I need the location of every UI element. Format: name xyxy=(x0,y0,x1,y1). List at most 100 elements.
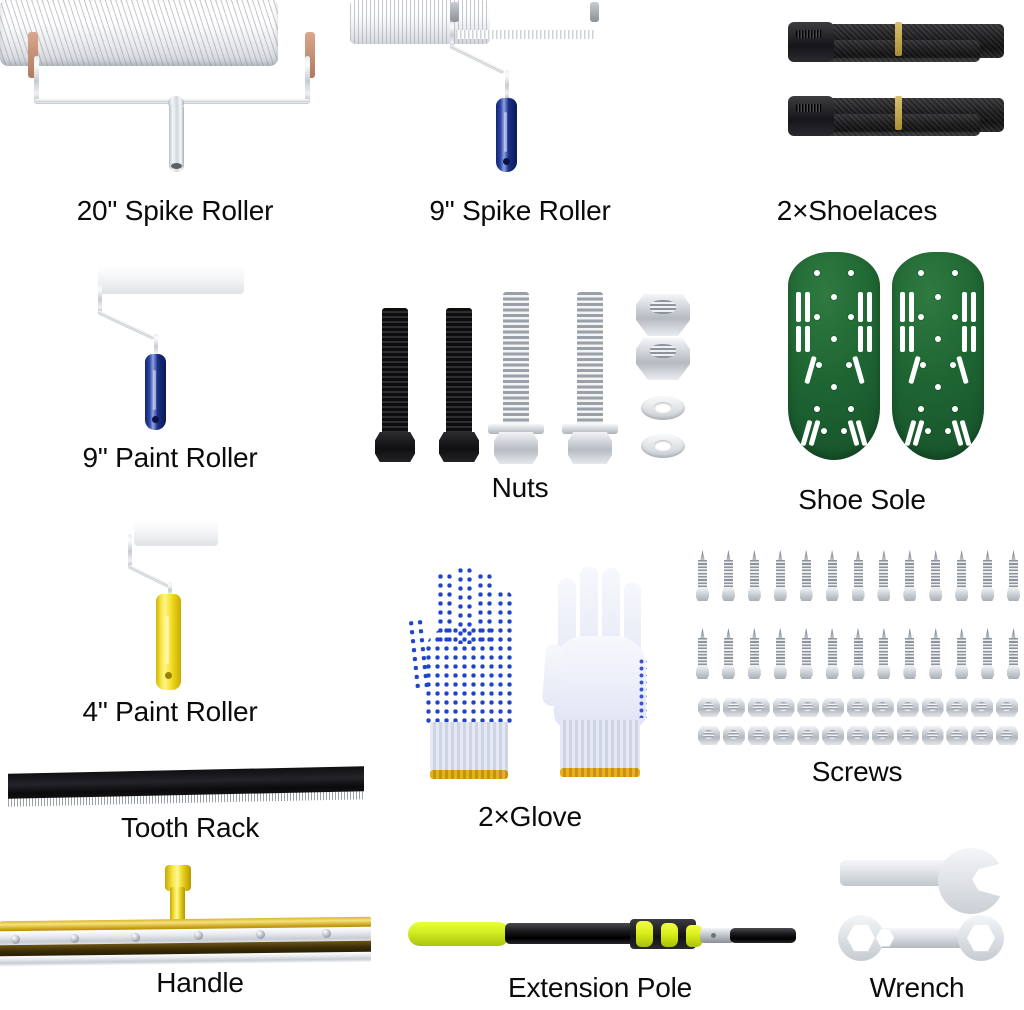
hex-nut-top-9 xyxy=(896,698,919,717)
hex-nut-top-6 xyxy=(822,698,845,717)
screw-top-10 xyxy=(929,550,943,602)
silver-bolt-head-1 xyxy=(494,432,538,464)
roller-drum xyxy=(0,0,278,66)
screw-bottom-10 xyxy=(929,628,943,680)
item-label: 2×Shoelaces xyxy=(776,195,938,226)
hex-nut-top-12 xyxy=(971,698,994,717)
hex-nut-top-2 xyxy=(722,698,745,717)
grip-end-cap xyxy=(171,163,182,169)
box-wrench-ring-right xyxy=(958,915,1004,961)
frame-left-arm xyxy=(34,56,39,104)
hex-nut-bottom-7 xyxy=(847,726,869,745)
screws-illustration xyxy=(690,540,1024,745)
strap-2-buckle xyxy=(788,96,834,136)
pole-shaft-lower xyxy=(505,923,638,944)
hex-nut-top-4 xyxy=(772,698,795,717)
item-tooth-rack: Tooth Rack xyxy=(0,755,380,855)
shoelaces-illustration xyxy=(690,0,1024,185)
hex-nut-bottom-8 xyxy=(871,726,894,745)
sole-plate-left xyxy=(788,252,880,460)
item-wrench: Wrench xyxy=(810,840,1024,1010)
handle-screw-6 xyxy=(322,929,331,938)
hex-nut-top-1 xyxy=(698,698,720,717)
hex-nut-top-5 xyxy=(797,698,820,717)
handle-screw-4 xyxy=(194,931,203,940)
item-shoelaces: 2×Shoelaces xyxy=(690,0,1024,236)
frame-right-arm xyxy=(305,56,310,104)
hex-nut-top-13 xyxy=(996,698,1018,717)
item-extension-pole: Extension Pole xyxy=(390,890,810,1010)
washer-1 xyxy=(641,396,685,420)
glove-cuff xyxy=(560,720,640,772)
nuts-illustration xyxy=(340,276,700,466)
screw-bottom-9 xyxy=(903,628,917,680)
handle-neck xyxy=(170,887,185,923)
strap-2-tail xyxy=(790,114,980,136)
pole-shaft-upper xyxy=(730,928,796,943)
glove-finger-middle xyxy=(456,566,473,644)
screw-bottom-8 xyxy=(877,628,891,680)
screw-bottom-5 xyxy=(799,628,813,680)
hex-nut-top-7 xyxy=(847,698,869,717)
item-handle: Handle xyxy=(0,855,400,1010)
hex-nut-top-3 xyxy=(747,698,770,717)
screw-top-9 xyxy=(903,550,917,602)
strap-1-tail xyxy=(790,40,980,62)
hex-nut-bottom-12 xyxy=(971,726,994,745)
washer-2 xyxy=(641,434,685,458)
glove-edge-dots xyxy=(638,658,647,718)
rod-segment-3 xyxy=(168,582,172,598)
strap-1-buckle xyxy=(788,22,834,62)
handle-screw-3 xyxy=(131,933,140,942)
wrench-illustration xyxy=(810,840,1024,972)
nut-row-bottom xyxy=(698,726,1018,746)
hex-nut-bottom-6 xyxy=(822,726,845,745)
item-label: Shoe Sole xyxy=(798,484,926,515)
glove-finger-pinky xyxy=(624,582,641,656)
flange-nut-1 xyxy=(636,294,690,336)
shoe-sole-illustration xyxy=(700,236,1024,478)
extension-pole-illustration xyxy=(390,890,810,970)
screw-bottom-2 xyxy=(721,628,735,680)
rod-segment-1 xyxy=(128,534,132,568)
silver-bolt-shank-1 xyxy=(503,292,529,428)
drum-end-cap-left xyxy=(28,32,38,78)
screw-row-bottom xyxy=(696,628,1020,682)
hex-nut-bottom-1 xyxy=(698,726,720,745)
glove-finger-index xyxy=(558,578,576,656)
screw-bottom-6 xyxy=(825,628,839,680)
hex-nut-bottom-2 xyxy=(722,726,745,745)
hex-nut-bottom-10 xyxy=(921,726,944,745)
glove-cuff xyxy=(430,722,508,774)
rod-segment-2 xyxy=(449,44,505,75)
item-label: Screws xyxy=(811,756,903,787)
sole-plate-right xyxy=(892,252,984,460)
rod-segment-3 xyxy=(505,70,509,100)
hex-nut-bottom-3 xyxy=(747,726,770,745)
screw-bottom-4 xyxy=(773,628,787,680)
item-label: 2×Glove xyxy=(478,801,582,832)
item-nuts: Nuts xyxy=(340,276,700,516)
item-label: Tooth Rack xyxy=(120,812,260,843)
pole-clip-1 xyxy=(636,921,653,947)
flange-nut-2 xyxy=(636,338,690,380)
screw-top-3 xyxy=(747,550,761,602)
pole-pin-hole xyxy=(711,933,716,938)
item-paint-roller-4in: 4" Paint Roller xyxy=(0,490,340,742)
silver-bolt-head-2 xyxy=(568,432,612,464)
item-label: 20" Spike Roller xyxy=(76,195,274,226)
blue-handle xyxy=(145,354,166,430)
hex-nut-bottom-13 xyxy=(996,726,1018,745)
pole-clip-2 xyxy=(661,923,678,947)
screw-top-4 xyxy=(773,550,787,602)
pole-silver-section xyxy=(700,928,734,943)
item-label: Handle xyxy=(156,967,244,998)
item-paint-roller-9in: 9" Paint Roller xyxy=(0,236,340,488)
screw-row-top xyxy=(696,550,1020,604)
gloves-illustration xyxy=(380,548,680,798)
screw-top-11 xyxy=(955,550,969,602)
hex-nut-bottom-5 xyxy=(797,726,820,745)
screw-top-13 xyxy=(1007,550,1020,602)
glove-cuff-band xyxy=(560,768,640,777)
